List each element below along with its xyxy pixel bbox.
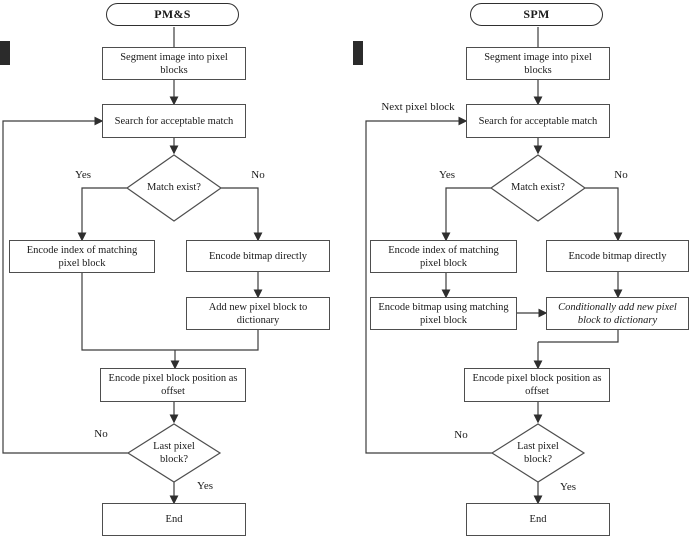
decision-diamonds <box>125 154 587 483</box>
pms-title-terminal: PM&S <box>106 3 239 26</box>
spm-last-no-label: No <box>454 429 468 441</box>
spm-encode-index-node: Encode index of matching pixel block <box>370 240 517 273</box>
pms-match-no-label: No <box>251 169 265 181</box>
spm-conditional-add-node: Conditionally add new pixel block to dic… <box>546 297 689 330</box>
scan-artifact-right <box>353 41 363 65</box>
pms-match-yes-label: Yes <box>74 169 91 181</box>
pms-last-no-label: No <box>94 428 108 440</box>
spm-match-no-label: No <box>614 169 628 181</box>
pms-edge-merge <box>81 273 259 351</box>
pms-encode-position-node: Encode pixel block position as offset <box>100 368 246 402</box>
pms-search-node: Search for acceptable match <box>102 104 246 138</box>
spm-segment-node: Segment image into pixel blocks <box>466 47 610 80</box>
pms-segment-node: Segment image into pixel blocks <box>102 47 246 80</box>
spm-loop-label: Next pixel block <box>381 101 455 113</box>
pms-end-node: End <box>102 503 246 536</box>
spm-encode-bitmap-matching-node: Encode bitmap using matching pixel block <box>370 297 517 330</box>
spm-match-yes-label: Yes <box>438 169 455 181</box>
spm-edge-loop-no <box>365 116 492 454</box>
pms-encode-index-node: Encode index of matching pixel block <box>9 240 155 273</box>
spm-match-diamond <box>489 154 587 222</box>
pms-last-diamond <box>126 423 222 483</box>
scan-artifact-left <box>0 41 10 65</box>
pms-encode-bitmap-node: Encode bitmap directly <box>186 240 330 272</box>
pms-last-diamond-label: Last pixel block? <box>153 441 195 465</box>
spm-edge-conditional-jog <box>538 330 619 343</box>
pms-edge-match-yes <box>77 187 127 242</box>
spm-last-diamond <box>490 423 586 483</box>
spm-encode-position-node: Encode pixel block position as offset <box>464 368 610 402</box>
spm-edge-match-no <box>585 187 623 242</box>
spm-end-node: End <box>466 503 610 536</box>
spm-title-terminal: SPM <box>470 3 603 26</box>
spm-match-diamond-label: Match exist? <box>511 182 565 193</box>
pms-last-yes-label: Yes <box>196 480 213 492</box>
spm-search-node: Search for acceptable match <box>466 104 610 138</box>
pms-match-diamond-label: Match exist? <box>147 182 201 193</box>
pms-match-diamond <box>125 154 223 222</box>
spm-edges <box>365 27 623 505</box>
spm-edge-match-yes <box>441 187 491 242</box>
spm-last-yes-label: Yes <box>559 481 576 493</box>
pms-edge-match-no <box>221 187 263 242</box>
pms-edges <box>2 27 263 505</box>
spm-last-diamond-label: Last pixel block? <box>517 441 559 465</box>
spm-encode-bitmap-node: Encode bitmap directly <box>546 240 689 272</box>
pms-add-new-node: Add new pixel block to dictionary <box>186 297 330 330</box>
pms-edge-loop-no <box>2 116 128 454</box>
